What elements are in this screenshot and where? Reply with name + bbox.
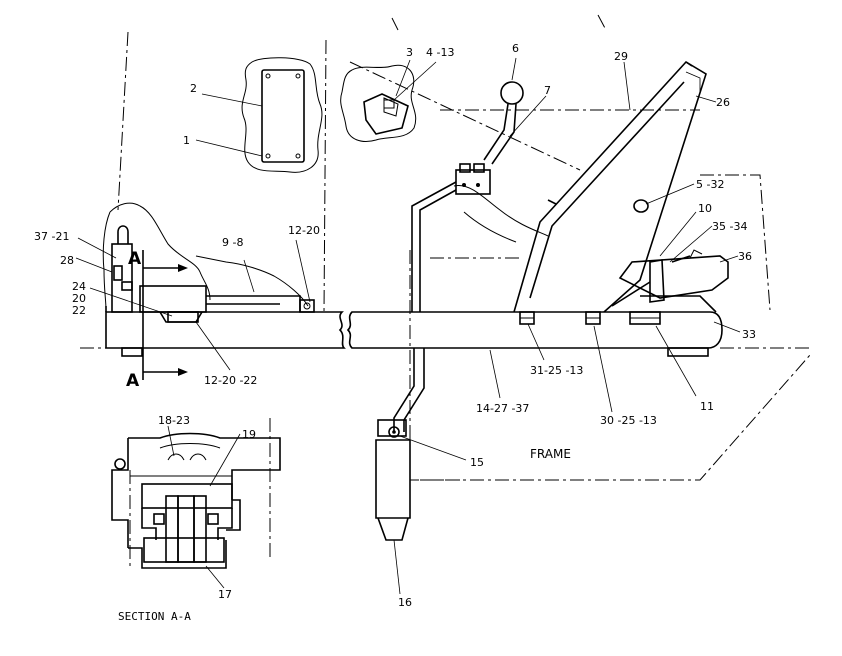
leader-lines xyxy=(75,57,741,595)
callout-24: 24 xyxy=(72,280,86,293)
callout-26: 26 xyxy=(716,96,730,109)
callout-labels: 1 2 3 4 -13 6 7 29 26 5 -32 10 35 -34 36… xyxy=(34,42,756,623)
left-bracket-28-37 xyxy=(111,225,133,313)
callout-36: 36 xyxy=(738,250,752,263)
seat-assembly xyxy=(618,249,729,313)
phantom-outlines xyxy=(80,14,811,568)
callout-7: 7 xyxy=(544,84,551,97)
callout-11: 11 xyxy=(700,400,714,413)
block-9-24 xyxy=(139,285,315,323)
section-a-a-detail xyxy=(111,432,281,569)
cut-marker-bottom: A xyxy=(126,371,140,391)
callout-3: 3 xyxy=(406,46,413,59)
callout-33: 33 xyxy=(742,328,756,341)
callout-9-8: 9 -8 xyxy=(222,236,243,249)
section-title: SECTION A-A xyxy=(118,610,191,623)
callout-16: 16 xyxy=(398,596,412,609)
callout-20: 20 xyxy=(72,292,86,305)
callout-12-20: 12-20 xyxy=(288,224,320,237)
pedal-rod xyxy=(375,348,425,541)
callout-14-27-37: 14-27 -37 xyxy=(476,402,529,415)
callout-28: 28 xyxy=(60,254,74,267)
frame-label: FRAME xyxy=(530,447,571,461)
callout-35-34: 35 -34 xyxy=(712,220,747,233)
callout-4-13: 4 -13 xyxy=(426,46,454,59)
platform-beam xyxy=(105,306,723,357)
cut-marker-top: A xyxy=(128,249,142,269)
callout-37-21: 37 -21 xyxy=(34,230,69,243)
bracket-3-4 xyxy=(363,93,409,135)
callout-31-25-13: 31-25 -13 xyxy=(530,364,583,377)
callout-29: 29 xyxy=(614,50,628,63)
callout-22: 22 xyxy=(72,304,86,317)
callout-18-23: 18-23 xyxy=(158,414,190,427)
callout-6: 6 xyxy=(512,42,519,55)
plate-1-2 xyxy=(261,69,305,163)
cloud-outlines xyxy=(102,57,549,311)
callout-30-25-13: 30 -25 -13 xyxy=(600,414,657,427)
callout-1: 1 xyxy=(183,134,190,147)
callout-10: 10 xyxy=(698,202,712,215)
callout-2: 2 xyxy=(190,82,197,95)
mount-bolts xyxy=(519,311,661,325)
callout-19: 19 xyxy=(242,428,256,441)
callout-15: 15 xyxy=(470,456,484,469)
callout-17: 17 xyxy=(218,588,232,601)
shift-lever xyxy=(411,81,524,312)
callout-5-32: 5 -32 xyxy=(696,178,724,191)
callout-12-20-22: 12-20 -22 xyxy=(204,374,257,387)
section-cut-line xyxy=(142,250,188,380)
